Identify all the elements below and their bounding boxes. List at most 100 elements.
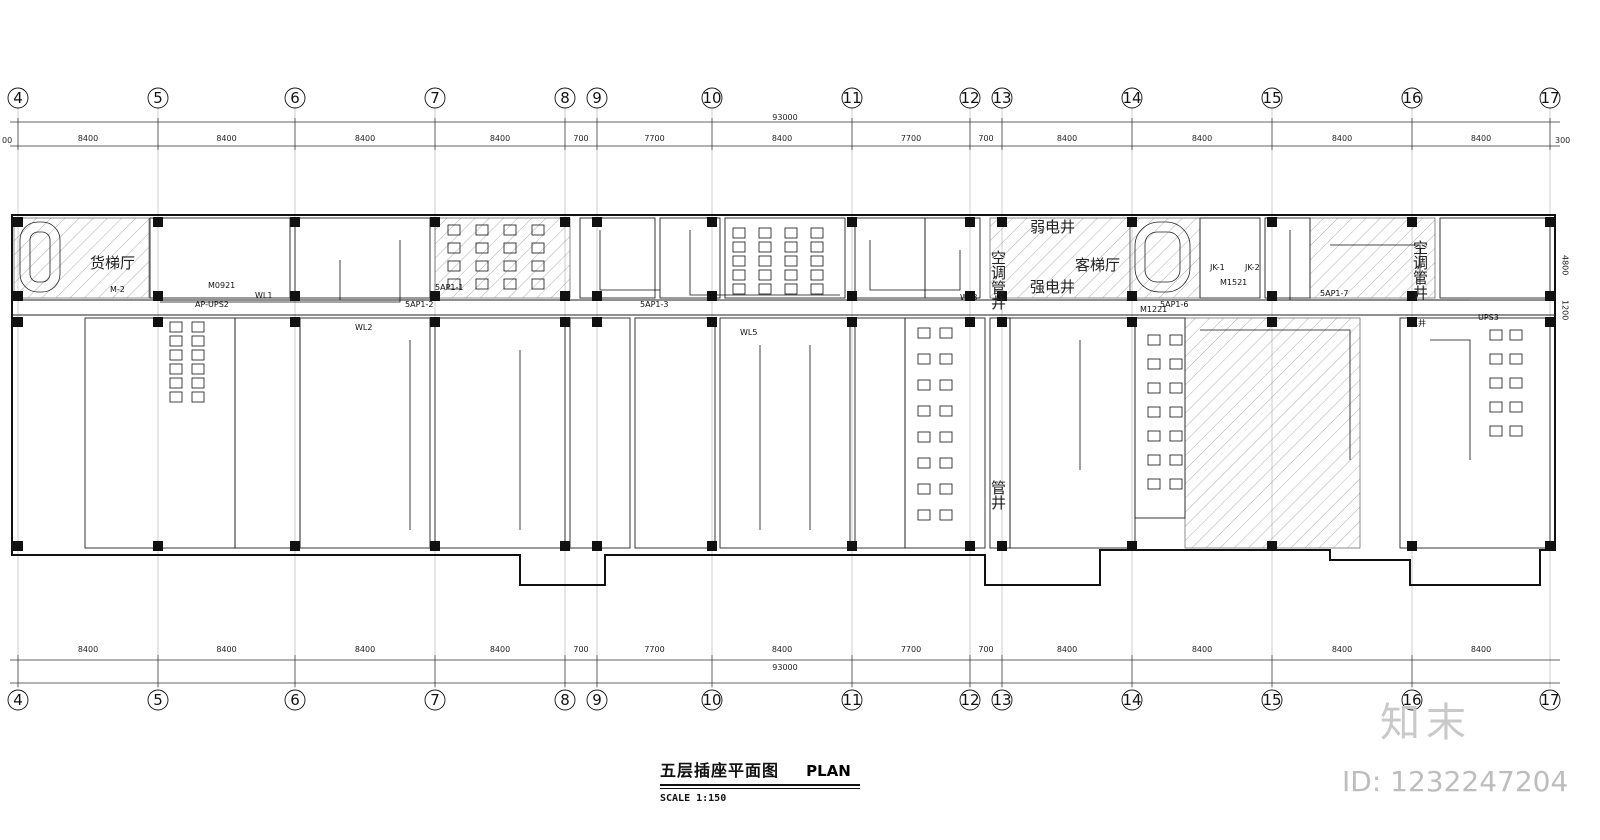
span-dim-bottom-9: 8400 <box>1057 645 1077 654</box>
span-dim-bottom-6: 8400 <box>772 645 792 654</box>
axis-bubble-top-12: 12 <box>959 87 981 109</box>
label-m1221: M1221 <box>1140 305 1167 314</box>
desk-open-office-0-0 <box>732 227 746 239</box>
desk-open-office-0-3 <box>732 269 746 281</box>
column-13-3 <box>997 541 1007 551</box>
span-dim-bottom-7: 7700 <box>901 645 921 654</box>
side-dim-upper: 4800 <box>1561 255 1570 275</box>
desk-open-office-1-4 <box>758 283 772 295</box>
title-underline-thick <box>660 784 860 786</box>
room-labels: 货梯厅 客梯厅 弱电井 强电井 空调管井 空调管井 管井 JK-1 JK-2 水… <box>90 218 1499 511</box>
svg-text:4: 4 <box>13 691 23 709</box>
column-16-1 <box>1407 291 1417 301</box>
desk-far-right-1-2 <box>1509 377 1523 389</box>
column-17-2 <box>1545 317 1555 327</box>
column-17-0 <box>1545 217 1555 227</box>
label-ups3: UPS3 <box>1478 313 1499 322</box>
desk-lab-1-5 <box>191 391 205 403</box>
desk-toilet-0-2 <box>447 260 461 272</box>
span-dim-bottom-3: 8400 <box>490 645 510 654</box>
span-dim-bottom-4: 700 <box>573 645 588 654</box>
desk-meeting-0-2 <box>917 379 931 391</box>
label-wl3: WL3 <box>960 293 977 302</box>
desk-open-office-1-3 <box>758 269 772 281</box>
desk-toilet-2-1 <box>503 242 517 254</box>
desk-lab-0-2 <box>169 349 183 361</box>
span-dim-top-8: 700 <box>978 134 993 143</box>
column-15-0 <box>1267 217 1277 227</box>
column-15-1 <box>1267 291 1277 301</box>
desk-lab-1-1 <box>191 335 205 347</box>
axis-bubble-bottom-4: 4 <box>7 689 29 711</box>
column-12-2 <box>965 317 975 327</box>
axis-grid: 4455667788991010111112121313141415151616… <box>7 87 1561 711</box>
svg-text:13: 13 <box>992 89 1011 107</box>
desk-far-right-1-0 <box>1509 329 1523 341</box>
axis-bubble-top-4: 4 <box>7 87 29 109</box>
axis-bubble-bottom-16: 16 <box>1401 689 1423 711</box>
column-5-3 <box>153 541 163 551</box>
desk-meeting-1-1 <box>939 353 953 365</box>
svg-text:7: 7 <box>430 89 440 107</box>
column-6-2 <box>290 317 300 327</box>
column-11-2 <box>847 317 857 327</box>
svg-text:12: 12 <box>960 691 979 709</box>
column-9-1 <box>592 291 602 301</box>
column-11-3 <box>847 541 857 551</box>
label-m0921: M0921 <box>208 281 235 290</box>
desk-meeting-0-7 <box>917 509 931 521</box>
column-10-0 <box>707 217 717 227</box>
svg-text:17: 17 <box>1540 691 1559 709</box>
dim-edge-right: 300 <box>1555 136 1570 145</box>
dimension-top-total: 93000 <box>772 113 797 122</box>
span-dim-top-2: 8400 <box>355 134 375 143</box>
column-15-2 <box>1267 317 1277 327</box>
span-dim-top-3: 8400 <box>490 134 510 143</box>
workstations <box>169 224 1523 521</box>
desk-open-office-1-1 <box>758 241 772 253</box>
svg-text:7: 7 <box>430 691 440 709</box>
column-10-2 <box>707 317 717 327</box>
column-5-2 <box>153 317 163 327</box>
desk-office-right-1-1 <box>1169 358 1183 370</box>
desk-lab-0-1 <box>169 335 183 347</box>
desk-office-right-1-2 <box>1169 382 1183 394</box>
brand-logo: 知末 <box>1380 700 1472 746</box>
dimension-bottom-total: 93000 <box>772 663 797 672</box>
desk-open-office-2-1 <box>784 241 798 253</box>
span-dimensions: 8400840084008400840084008400840070070077… <box>17 118 1551 687</box>
label-water-well: 水井 <box>1410 318 1426 328</box>
svg-text:13: 13 <box>992 691 1011 709</box>
label-shaft-air-right: 空调管井 <box>1411 240 1429 301</box>
column-4-1 <box>13 291 23 301</box>
label-ap-ups2: AP-UPS2 <box>195 300 229 309</box>
column-4-2 <box>13 317 23 327</box>
label-5ap1-6: 5AP1-6 <box>1160 300 1188 309</box>
column-7-0 <box>430 217 440 227</box>
desk-open-office-3-4 <box>810 283 824 295</box>
svg-text:5: 5 <box>153 89 163 107</box>
structural-columns <box>13 217 1555 551</box>
label-wl5: WL5 <box>740 328 757 337</box>
label-5ap1-3: 5AP1-3 <box>640 300 668 309</box>
label-shaft-strong: 强电井 <box>1030 278 1075 296</box>
axis-bubble-top-16: 16 <box>1401 87 1423 109</box>
column-6-3 <box>290 541 300 551</box>
span-dim-bottom-5: 7700 <box>644 645 664 654</box>
svg-text:4: 4 <box>13 89 23 107</box>
column-8-0 <box>560 217 570 227</box>
desk-far-right-0-0 <box>1489 329 1503 341</box>
column-10-3 <box>707 541 717 551</box>
building-outline <box>11 214 1556 586</box>
axis-bubble-top-17: 17 <box>1539 87 1561 109</box>
desk-office-right-0-6 <box>1147 478 1161 490</box>
span-dim-bottom-12: 8400 <box>1471 645 1491 654</box>
column-16-2 <box>1407 317 1417 327</box>
column-16-3 <box>1407 541 1417 551</box>
axis-bubble-top-9: 9 <box>586 87 608 109</box>
svg-text:9: 9 <box>592 89 602 107</box>
desk-office-right-0-2 <box>1147 382 1161 394</box>
svg-text:16: 16 <box>1402 691 1421 709</box>
dim-edge-left: 00 <box>2 136 12 145</box>
svg-text:15: 15 <box>1262 89 1281 107</box>
